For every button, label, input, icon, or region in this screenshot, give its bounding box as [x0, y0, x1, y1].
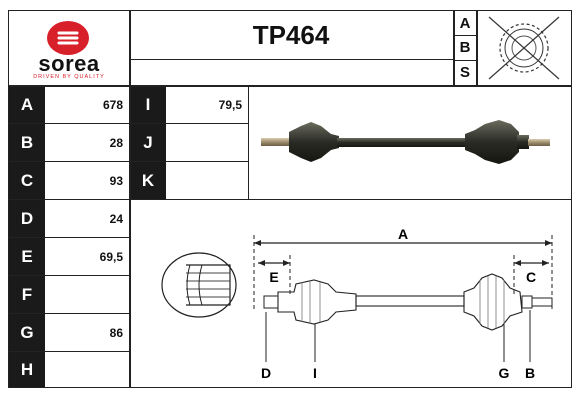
grid-line	[453, 11, 455, 85]
grid-line	[476, 11, 478, 85]
grid-line	[9, 199, 571, 200]
abs-letter-a: A	[459, 14, 471, 32]
row-label-e: E	[9, 238, 45, 275]
dim-label-e: E	[269, 269, 278, 285]
row-value-b: 28	[109, 135, 123, 150]
row-value-j	[166, 124, 248, 161]
grid-line	[9, 351, 129, 352]
row-value-c: 93	[109, 173, 123, 188]
row-value-a: 678	[102, 97, 123, 112]
dimension-diagram: A E C D I	[130, 200, 571, 387]
logo-wordmark: sorea	[38, 51, 100, 76]
row-label-h: H	[9, 352, 45, 387]
grid-line	[9, 123, 248, 124]
grid-line	[129, 59, 453, 60]
part-number-title: TP464	[252, 19, 330, 50]
row-value-g: 86	[109, 325, 123, 340]
grid-line	[9, 313, 129, 314]
grid-line	[453, 60, 477, 61]
dim-label-i: I	[313, 365, 317, 381]
abs-ring-crossed-icon	[477, 11, 571, 85]
row-label-i: I	[130, 86, 166, 123]
grid-line	[248, 85, 249, 199]
grid-line	[9, 237, 129, 238]
dim-label-g: G	[499, 365, 510, 381]
dim-label-d: D	[261, 365, 271, 381]
grid-line	[9, 85, 571, 87]
grid-line	[9, 275, 129, 276]
dim-label-b: B	[525, 365, 535, 381]
row-value-h	[45, 352, 129, 387]
row-label-k: K	[130, 162, 166, 199]
row-label-c: C	[9, 162, 45, 199]
row-value-f	[45, 276, 129, 313]
row-label-j: J	[130, 124, 166, 161]
row-value-i: 79,5	[218, 97, 242, 112]
brand-logo: sorea DRIVEN BY QUALITY	[9, 11, 129, 85]
row-value-d: 24	[109, 211, 123, 226]
abs-letter-s: S	[459, 64, 470, 81]
row-value-e: 69,5	[99, 249, 123, 264]
dim-label-c: C	[526, 269, 536, 285]
drive-shaft-photo	[249, 86, 571, 199]
row-label-d: D	[9, 200, 45, 237]
row-label-g: G	[9, 314, 45, 351]
row-label-a: A	[9, 86, 45, 123]
grid-line	[453, 35, 477, 36]
spec-sheet: sorea DRIVEN BY QUALITY TP464 A B S A 67…	[8, 10, 572, 388]
row-label-f: F	[9, 276, 45, 313]
grid-line	[9, 161, 248, 162]
row-value-k	[166, 162, 248, 199]
abs-letter-b: B	[459, 39, 471, 56]
logo-tagline: DRIVEN BY QUALITY	[33, 74, 105, 80]
dim-label-a: A	[398, 226, 408, 242]
row-label-b: B	[9, 124, 45, 161]
logo-mark	[47, 21, 89, 55]
